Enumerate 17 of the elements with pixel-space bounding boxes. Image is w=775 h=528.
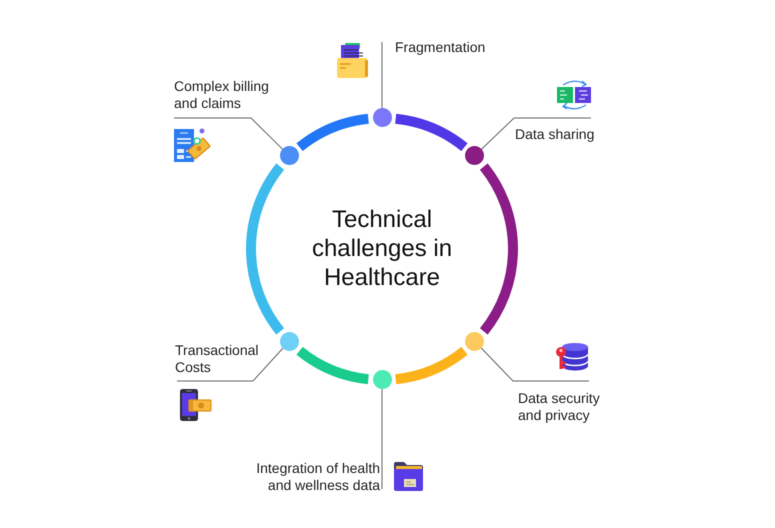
- ring-dot: [465, 332, 484, 351]
- challenge-label: Data sharing: [515, 126, 596, 143]
- challenge-label: Fragmentation: [395, 38, 486, 56]
- leader-line: [480, 118, 592, 150]
- leader-line: [480, 347, 590, 382]
- challenge-label: Transactional Costs: [175, 342, 260, 376]
- ring-dot: [280, 332, 299, 351]
- leader-line: [174, 118, 284, 150]
- challenge-label: Data security and privacy: [518, 390, 601, 424]
- leader-line: [176, 348, 284, 382]
- ring-dot: [372, 108, 392, 127]
- ring-dot: [280, 146, 299, 166]
- ring-title: Technical challenges in Healthcare: [310, 205, 454, 292]
- ring-dot: [372, 370, 392, 389]
- challenge-label: Complex billing and claims: [174, 78, 270, 112]
- challenge-label: Integration of health and wellness data: [255, 460, 380, 494]
- ring-dot: [465, 146, 484, 166]
